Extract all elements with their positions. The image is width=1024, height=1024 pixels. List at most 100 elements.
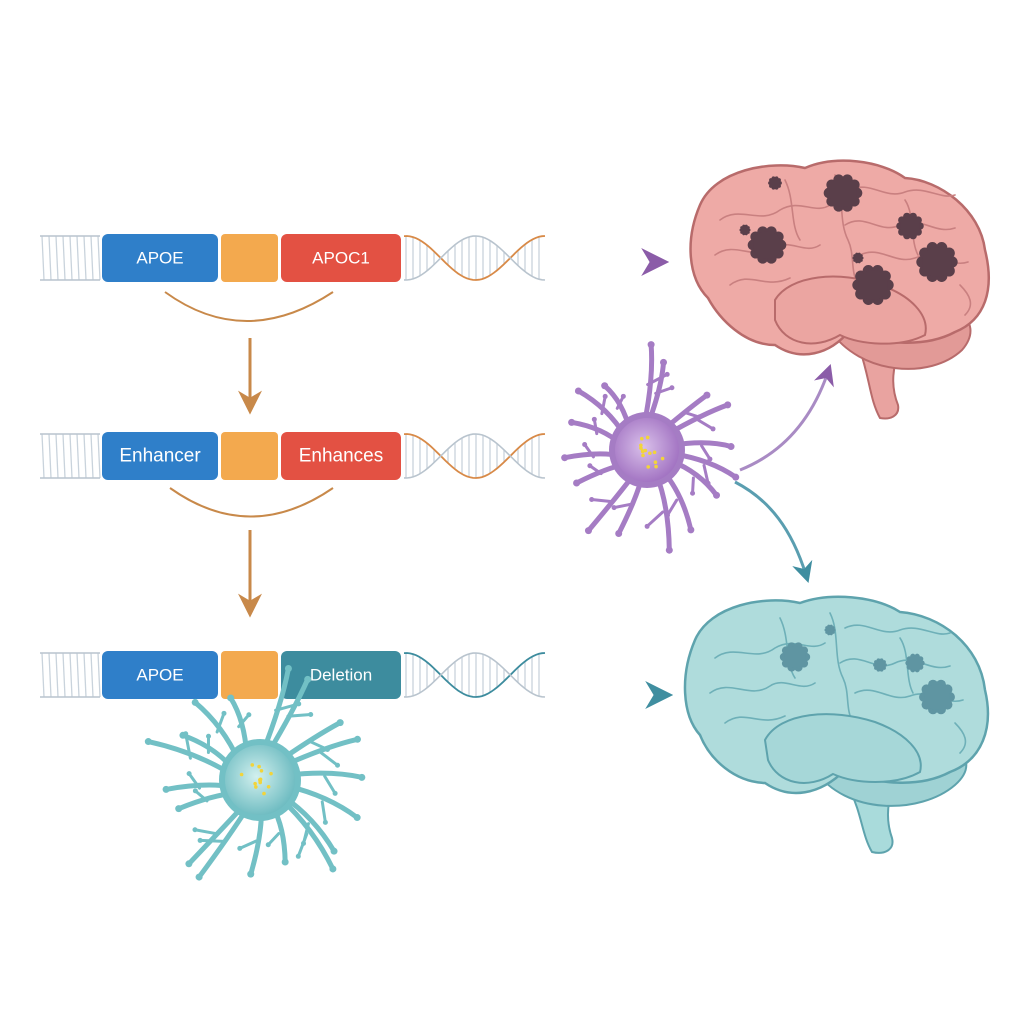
enhances-segment: [281, 432, 401, 480]
process-tip: [295, 853, 301, 859]
process-tip: [221, 710, 227, 716]
microglia-cell-icon: [144, 665, 366, 881]
process-tip: [179, 731, 187, 739]
process-tip: [615, 529, 623, 537]
process-tip: [687, 526, 695, 534]
process-tip: [690, 490, 696, 496]
helix-strand: [403, 433, 546, 479]
apoe-label: APOE: [136, 666, 183, 685]
brain-fold: [839, 658, 951, 669]
helix-rung: [41, 652, 45, 698]
process-tip: [707, 456, 713, 462]
plaque-icon: [824, 624, 836, 636]
process-tip: [206, 733, 212, 739]
cell-granule: [654, 464, 658, 469]
plaque-icon: [896, 212, 924, 240]
process-tip: [724, 401, 732, 409]
cell-granule: [643, 448, 648, 453]
brain-fold: [724, 715, 786, 724]
plaque-icon: [905, 653, 925, 673]
cell-granule: [269, 771, 273, 776]
helix-rung: [48, 652, 52, 698]
helix-strand: [40, 235, 100, 281]
process-tip: [602, 393, 608, 399]
cell-branch: [266, 832, 281, 847]
process-tip: [703, 391, 711, 399]
process-tip: [727, 443, 735, 451]
process-tip: [582, 441, 588, 447]
cell-granule: [254, 785, 258, 789]
helix-strand: [403, 235, 546, 281]
helix-rung: [62, 235, 66, 281]
cell-branch: [193, 789, 209, 803]
helix-rung: [76, 235, 80, 281]
cell-granule: [639, 436, 644, 441]
plaque-icon: [873, 658, 887, 672]
process-tip: [186, 771, 192, 777]
helix-rung: [90, 235, 94, 281]
cell-granule: [645, 435, 650, 440]
process-tip: [665, 546, 673, 554]
cell-branch: [702, 463, 710, 485]
cell-granule: [640, 449, 645, 453]
helix-rung: [55, 235, 59, 281]
temporal-lobe: [763, 713, 922, 784]
helix-strand: [403, 652, 546, 698]
cell-branch: [323, 774, 337, 795]
process-tip: [162, 785, 170, 793]
process-tip: [601, 382, 609, 390]
cell-branch: [600, 394, 607, 416]
brain-fold: [729, 277, 791, 286]
cell-granule: [653, 460, 658, 464]
process-tip: [573, 479, 581, 487]
brain-fold: [714, 642, 826, 659]
process-tip: [358, 773, 366, 781]
cell-branch: [590, 497, 614, 504]
helix-rung: [83, 235, 87, 281]
process-tip: [591, 416, 597, 422]
arrow-microglia-to-diseased: [739, 364, 834, 472]
plaque-icon: [919, 679, 955, 715]
helix-rung: [69, 235, 73, 281]
cell-branch: [583, 442, 595, 459]
cell-granule: [262, 791, 266, 796]
process-tip: [281, 858, 289, 866]
cell-branch: [665, 498, 679, 517]
helix-strand: [40, 652, 100, 698]
plaque-icon: [852, 265, 894, 305]
cell-granule: [253, 781, 257, 786]
process-tip: [644, 523, 650, 529]
cell-branch: [238, 839, 258, 850]
cell-branch: [215, 711, 226, 734]
cell-granule: [639, 446, 643, 450]
dna-helix-icon: [40, 652, 546, 698]
cell-granule: [652, 450, 657, 455]
process-tip: [732, 473, 740, 481]
process-tip: [660, 358, 668, 366]
helix-rung: [41, 235, 45, 281]
process-tip: [175, 805, 183, 813]
apoe-label: APOE: [136, 249, 183, 268]
helix-rung: [48, 433, 52, 479]
process-tip: [237, 845, 243, 851]
process-tip: [195, 873, 203, 881]
process-tip: [336, 719, 344, 727]
gene-row-deletion: APOE Deletion: [40, 651, 546, 699]
helix-rung: [76, 652, 80, 698]
helix-rung: [97, 433, 101, 479]
helix-rung: [76, 433, 80, 479]
process-tip: [246, 712, 252, 718]
cell-branch: [237, 713, 251, 729]
enhancer-label: Enhancer: [119, 446, 201, 467]
linker-segment: [221, 234, 278, 282]
helix-rung: [55, 433, 59, 479]
process-tip: [284, 665, 292, 673]
brain-icon: [689, 159, 990, 420]
cell-granule: [258, 780, 262, 785]
helix-rung: [90, 652, 94, 698]
deletion-label: Deletion: [310, 666, 372, 685]
cell-granule: [660, 456, 665, 461]
process-tip: [587, 463, 593, 469]
plaque-icon: [747, 226, 787, 264]
